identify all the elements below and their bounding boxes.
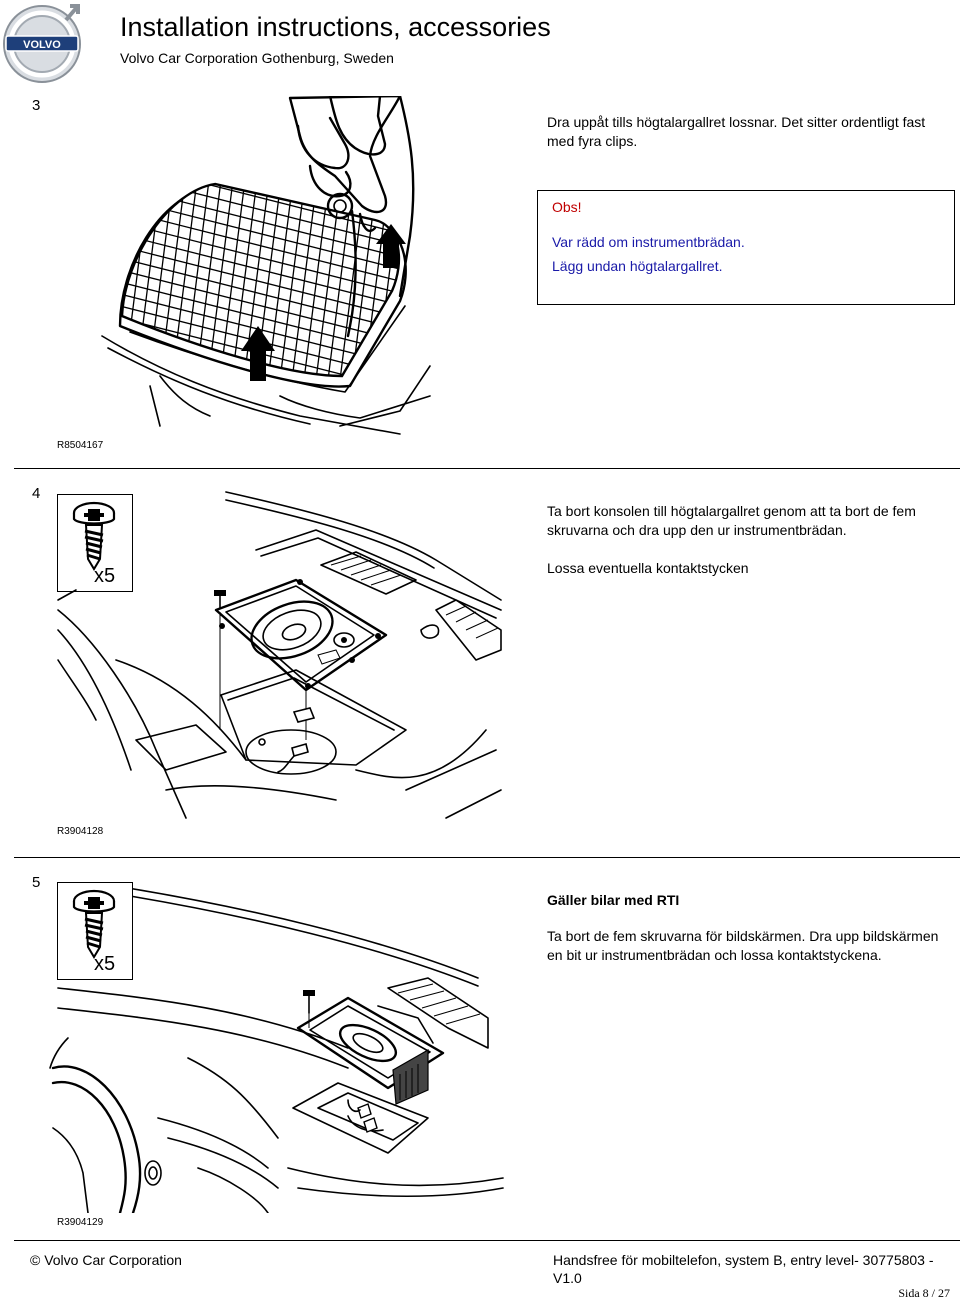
image-reference: R3904128 bbox=[57, 826, 104, 837]
step-divider bbox=[14, 857, 960, 858]
screw-count-box: x5 bbox=[57, 494, 133, 592]
step-3-instruction: Dra uppåt tills högtalargallret lossnar.… bbox=[547, 114, 926, 149]
illustration-remove-speaker-grille bbox=[101, 96, 431, 435]
step-divider bbox=[14, 468, 960, 469]
logo-text: VOLVO bbox=[23, 39, 61, 51]
image-reference: R8504167 bbox=[57, 440, 104, 451]
footer-document-id: Handsfree för mobiltelefon, system B, en… bbox=[553, 1252, 934, 1286]
illustration-remove-display-screen bbox=[49, 887, 504, 1213]
note-box: Obs! Var rädd om instrumentbrädan. Lägg … bbox=[537, 190, 955, 305]
document-title: Installation instructions, accessories bbox=[120, 12, 551, 42]
step-number: 3 bbox=[32, 97, 41, 114]
step-5-heading: Gäller bilar med RTI bbox=[547, 892, 680, 908]
image-reference: R3904129 bbox=[57, 1217, 104, 1228]
footer-divider bbox=[14, 1240, 960, 1241]
note-title: Obs! bbox=[552, 199, 582, 215]
screw-icon bbox=[72, 501, 116, 571]
note-line: Var rädd om instrumentbrädan. bbox=[552, 234, 745, 250]
document-subtitle: Volvo Car Corporation Gothenburg, Sweden bbox=[120, 50, 394, 66]
step-4-instruction: Ta bort konsolen till högtalargallret ge… bbox=[547, 503, 916, 576]
volvo-logo: VOLVO bbox=[3, 4, 81, 83]
note-line: Lägg undan högtalargallret. bbox=[552, 258, 723, 274]
footer-copyright: © Volvo Car Corporation bbox=[30, 1252, 182, 1268]
step-number: 4 bbox=[32, 485, 41, 502]
step-number: 5 bbox=[32, 874, 41, 891]
screw-count-label: x5 bbox=[94, 953, 116, 975]
illustration-remove-speaker-console bbox=[57, 491, 502, 819]
step-5-instruction: Gäller bilar med RTI Ta bort de fem skru… bbox=[547, 891, 952, 965]
screw-count-box: x5 bbox=[57, 882, 133, 980]
page-number: Sida 8 / 27 bbox=[898, 1286, 950, 1300]
screw-count-label: x5 bbox=[94, 565, 116, 587]
screw-icon bbox=[72, 889, 116, 959]
